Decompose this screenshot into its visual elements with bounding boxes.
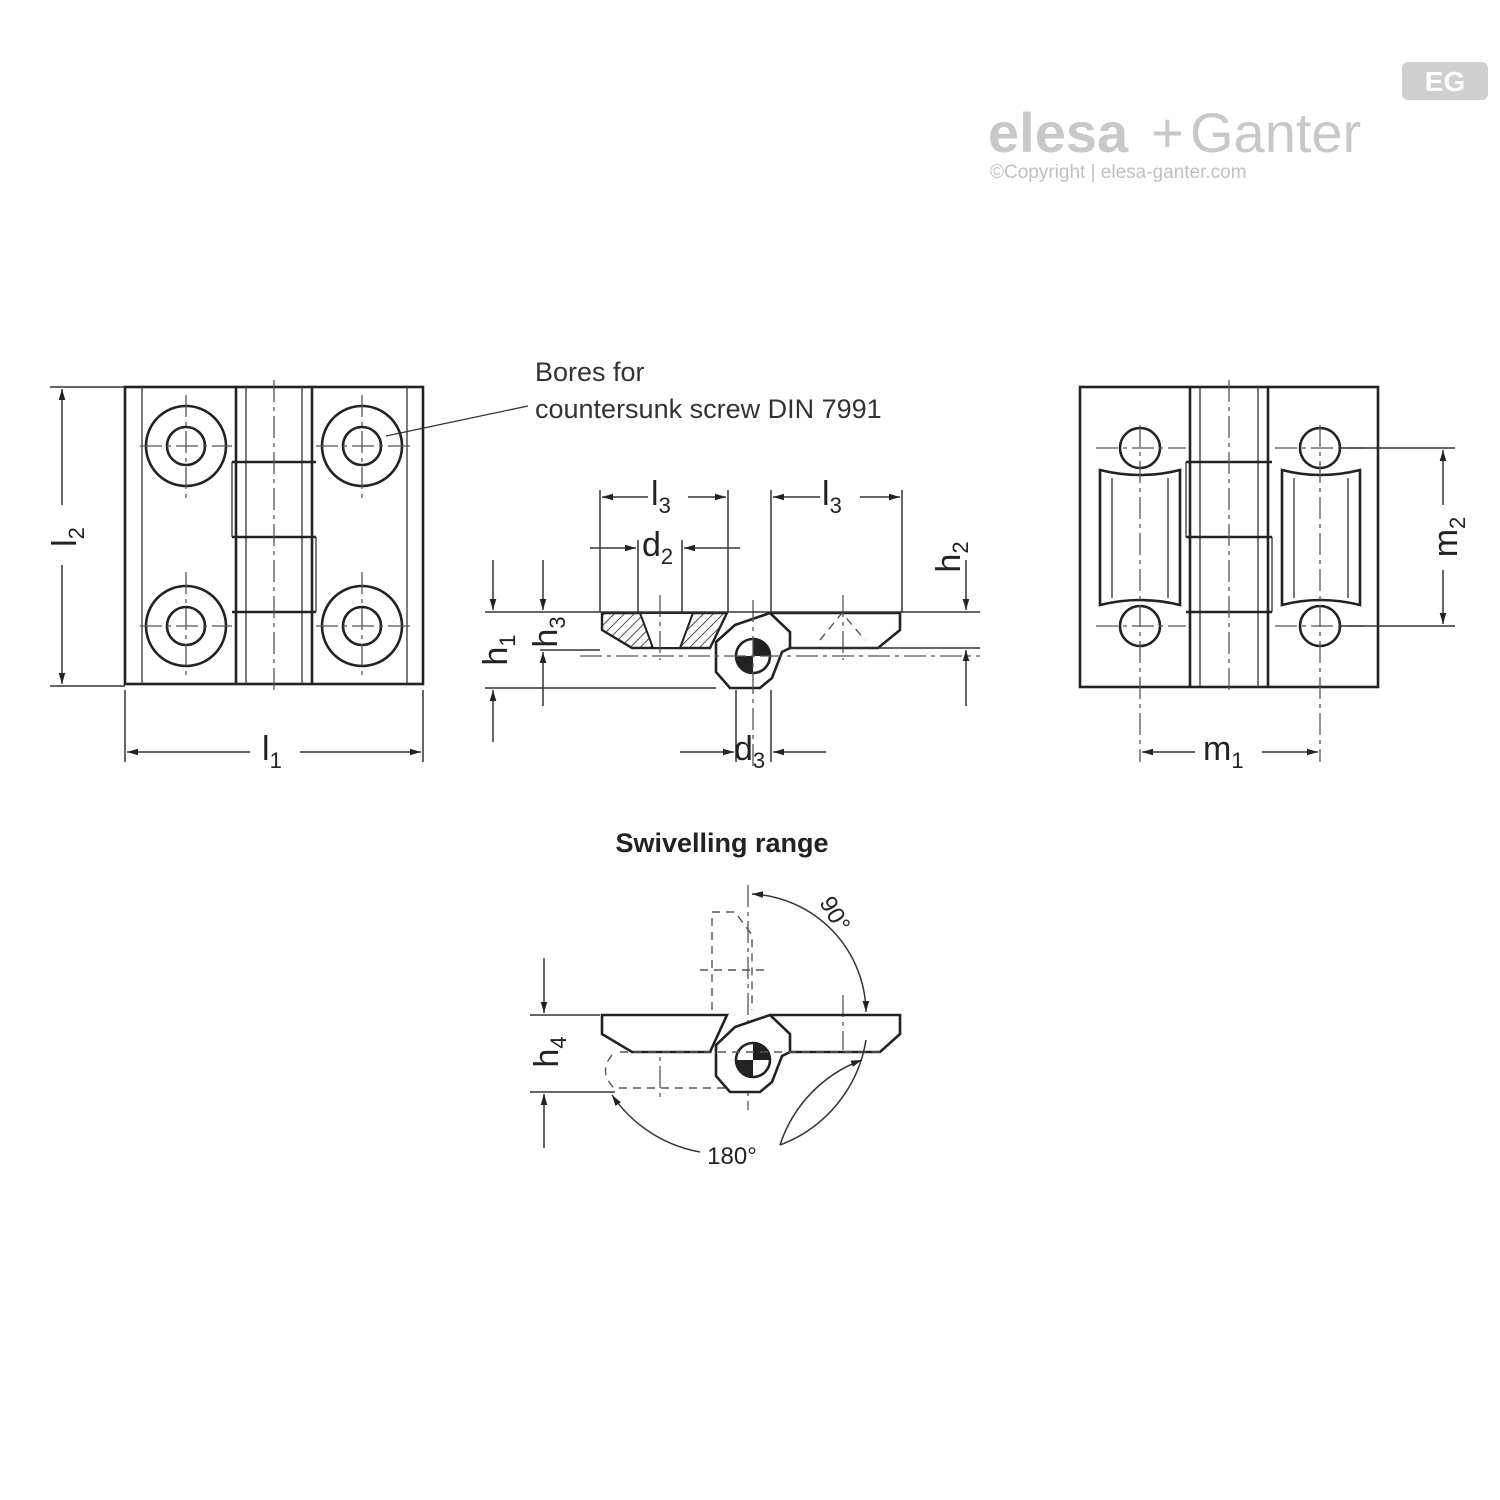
svg-text:h1: h1: [477, 634, 520, 665]
side-view-hinge: l3 l3 d2 d3 h1 h3 h2: [477, 475, 980, 773]
recess-right: [1280, 468, 1362, 607]
svg-text:l2: l2: [46, 527, 89, 547]
arc-90: [751, 891, 870, 1013]
dim-l3-right: l3: [822, 475, 842, 518]
angle-90-label: 90°: [814, 892, 856, 937]
bottom-view-hinge: m2 m1: [1078, 380, 1470, 773]
ghost-leaf-90: [711, 911, 753, 1010]
svg-text:h3: h3: [527, 616, 570, 647]
ghost-leaf-180: [604, 1054, 752, 1089]
dim-m2: m2: [1427, 517, 1470, 558]
logo-brand-left: elesa: [988, 101, 1129, 164]
svg-text:m2: m2: [1427, 517, 1470, 558]
logo-badge-text: EG: [1425, 66, 1465, 97]
logo-brand-plus: +: [1151, 101, 1184, 164]
svg-text:h4: h4: [528, 1036, 571, 1067]
logo-badge: [1402, 62, 1488, 100]
angle-180-label: 180°: [707, 1143, 757, 1170]
callout-line-1: Bores for: [535, 357, 645, 387]
svg-text:h2: h2: [930, 541, 973, 572]
dim-d2: d2: [642, 526, 673, 569]
recess-left: [1098, 468, 1182, 607]
dim-l2: l2: [46, 527, 89, 547]
elesa-ganter-logo: EG elesa + Ganter ©Copyright | elesa-gan…: [988, 62, 1488, 183]
callout-line-2: countersunk screw DIN 7991: [535, 394, 882, 424]
dim-l3-left: l3: [651, 475, 671, 518]
swivelling-range: Swivelling range 90° 180° h4: [528, 828, 902, 1170]
dim-m1: m1: [1203, 730, 1244, 773]
top-view-hinge: l2 l1: [46, 380, 425, 773]
callout-leader: [385, 405, 529, 437]
swivel-title: Swivelling range: [615, 828, 828, 858]
dim-h2: h2: [930, 541, 973, 572]
bores-callout: Bores for countersunk screw DIN 7991: [385, 357, 882, 437]
logo-copyright: ©Copyright | elesa-ganter.com: [990, 162, 1247, 183]
dim-d3: d3: [734, 730, 765, 773]
dim-h1: h1: [477, 634, 520, 665]
dim-h4: h4: [528, 1036, 571, 1067]
logo-brand-right: Ganter: [1190, 101, 1361, 164]
swivel-left-leaf: [600, 1013, 730, 1054]
dim-l1: l1: [262, 730, 282, 773]
dim-h3: h3: [527, 616, 570, 647]
